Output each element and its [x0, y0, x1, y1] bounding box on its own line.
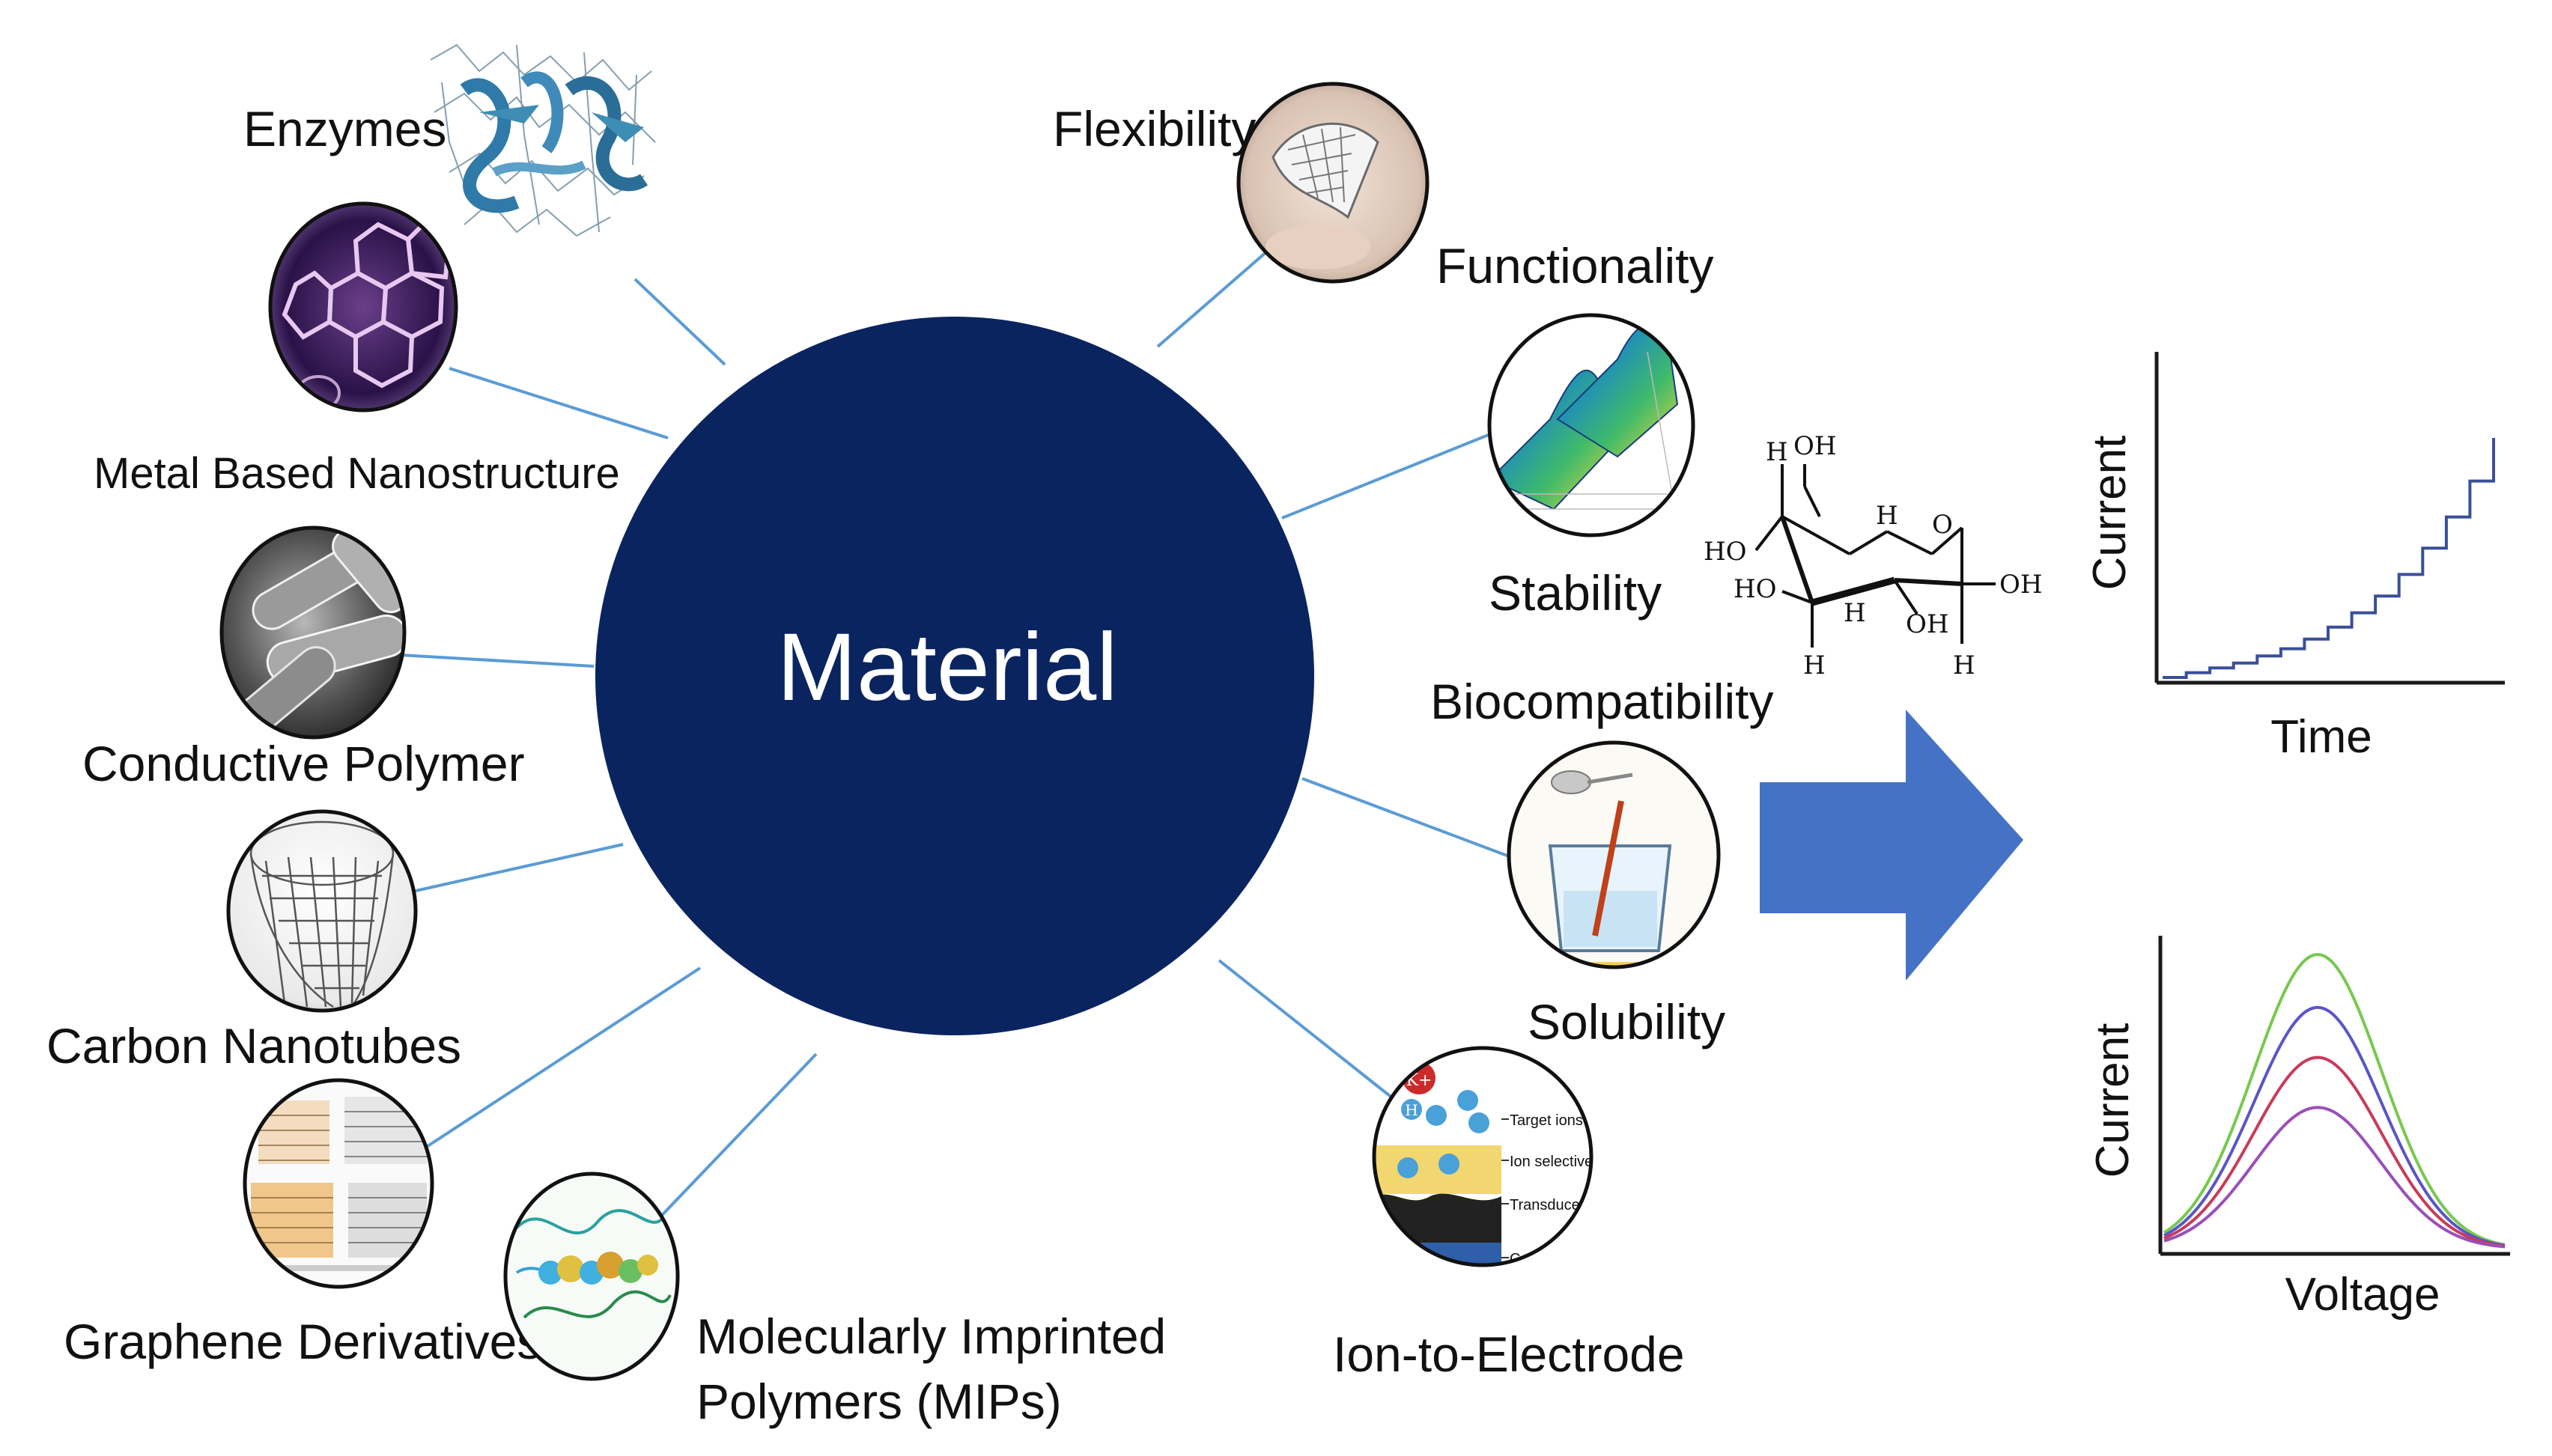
- flexibility-item: Flexibility: [1053, 82, 1430, 284]
- connector-metal-nanostructure: [449, 367, 669, 439]
- atom-h3: H: [1844, 598, 1866, 628]
- graphene-derivatives-item: Graphene Derivatives: [64, 1078, 541, 1369]
- biocompatibility-solubility-item: Biocompatibility Solubility: [1430, 674, 1774, 1050]
- biocompatibility-label: Biocompatibility: [1430, 674, 1774, 729]
- conductive-polymer-label: Conductive Polymer: [82, 736, 525, 791]
- connector-carbon-nanotubes: [415, 843, 624, 892]
- voltammetry-curve-2: [2163, 1005, 2506, 1247]
- bottom-chart-ylabel: Current: [2087, 1023, 2139, 1178]
- imprinted-polymer-icon: [515, 1209, 672, 1319]
- mips-label-line2: Polymers (MIPs): [696, 1374, 1062, 1429]
- voltammetry-curve-4: [2163, 1106, 2506, 1249]
- atom-o: O: [1932, 510, 1953, 540]
- connector-biocompatibility: [1301, 777, 1512, 859]
- flexible-electrode-icon: [1266, 122, 1379, 269]
- material-hub: Material: [595, 317, 1314, 1035]
- ion-selective-label: Ion selective m: [1510, 1154, 1609, 1170]
- atom-h5: H: [1953, 651, 1975, 680]
- transducer-label: Transducer laye: [1510, 1197, 1617, 1213]
- connector-enzymes: [634, 278, 726, 366]
- top-chart-xlabel: Time: [2270, 711, 2372, 763]
- graphene-sheet-icon: [251, 1097, 427, 1271]
- top-chart-ylabel: Current: [2084, 436, 2136, 591]
- surface-plot-icon: [1489, 323, 1679, 525]
- connector-flexibility: [1156, 249, 1269, 348]
- top-chart-series-line: [2163, 438, 2495, 679]
- atom-oh1: OH: [1793, 431, 1837, 461]
- carbon-nanotubes-item: Carbon Nanotubes: [46, 809, 461, 1073]
- graphene-derivatives-label: Graphene Derivatives: [64, 1314, 541, 1369]
- enzymes-item: Enzymes: [243, 43, 656, 237]
- atom-oh3: OH: [1999, 570, 2043, 600]
- ion-to-electrode-item: K+ H Target ions Ion selective m Transdu…: [1333, 1046, 1685, 1382]
- atom-ho1: HO: [1704, 537, 1747, 567]
- fullerene-cage-icon: [282, 222, 452, 389]
- connector-lines: [400, 249, 1512, 1229]
- mips-label-line1: Molecularly Imprinted: [696, 1309, 1166, 1364]
- functionality-label: Functionality: [1436, 238, 1714, 293]
- connector-graphene: [422, 966, 702, 1151]
- metal-nanostructure-item: Metal Based Nanostructure: [94, 201, 620, 498]
- glucose-chair-structure-icon: H OH HO H O HO H OH OH H H: [1704, 431, 2043, 680]
- flexibility-label: Flexibility: [1053, 101, 1256, 156]
- functionality-stability-item: Functionality Stability: [1436, 238, 1714, 621]
- enzymes-label: Enzymes: [243, 101, 446, 156]
- ion-h-label: H: [1405, 1101, 1418, 1119]
- voltammetry-chart: Current Voltage: [2087, 936, 2510, 1321]
- voltammetry-curve-1: [2163, 952, 2506, 1246]
- material-circle: [595, 317, 1314, 1035]
- metal-nanostructure-label: Metal Based Nanostructure: [94, 449, 620, 498]
- atom-h1: H: [1766, 437, 1788, 467]
- atom-h2: H: [1876, 501, 1898, 531]
- connector-conductive-polymer: [400, 654, 595, 668]
- connector-ion-electrode: [1218, 959, 1409, 1112]
- mips-item: Molecularly Imprinted Polymers (MIPs): [503, 1172, 1166, 1429]
- atom-ho2: HO: [1734, 574, 1777, 604]
- voltammetry-curve-3: [2163, 1056, 2506, 1248]
- atom-h4: H: [1803, 651, 1826, 680]
- carbon-nanotubes-label: Carbon Nanotubes: [46, 1018, 461, 1073]
- amperometric-chart: Current Time: [2084, 352, 2505, 763]
- ion-to-electrode-label: Ion-to-Electrode: [1333, 1326, 1685, 1382]
- nanotube-mesh-icon: [249, 820, 395, 1008]
- connector-mips: [648, 1053, 818, 1229]
- connector-functionality: [1281, 433, 1491, 520]
- solubility-label: Solubility: [1528, 994, 1725, 1050]
- material-label: Material: [777, 614, 1117, 721]
- conductive-polymer-item: Conductive Polymer: [82, 526, 525, 791]
- atom-oh2: OH: [1906, 609, 1949, 639]
- protein-ribbon-icon: [430, 43, 656, 237]
- bottom-chart-xlabel: Voltage: [2285, 1269, 2440, 1321]
- target-ions-label: Target ions: [1510, 1112, 1583, 1129]
- stability-label: Stability: [1489, 565, 1662, 621]
- right-arrow-icon: [1760, 710, 2023, 981]
